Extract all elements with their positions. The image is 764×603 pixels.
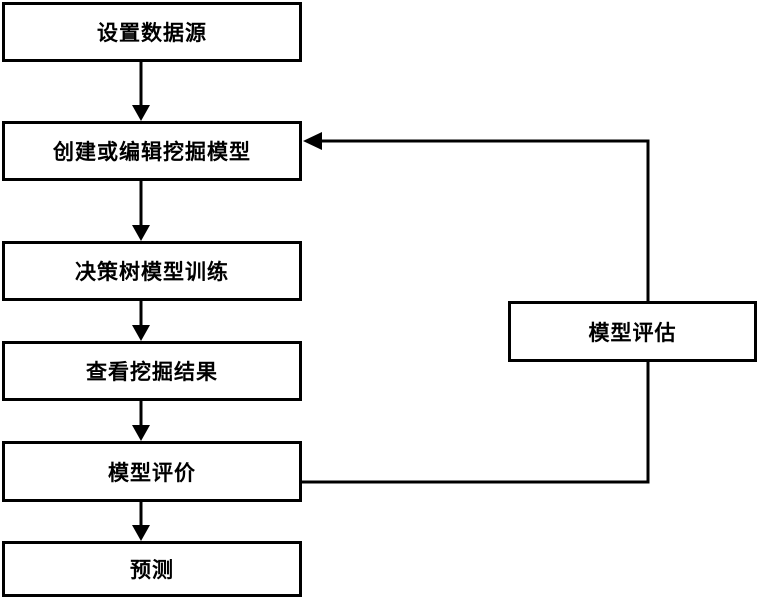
arrow-results-to-evaluation — [132, 401, 150, 441]
flow-node-label: 创建或编辑挖掘模型 — [53, 140, 251, 164]
arrow-evaluation-to-prediction — [132, 502, 150, 541]
arrow-create-to-training — [132, 181, 150, 241]
flow-node-create-or-edit-mining-model: 创建或编辑挖掘模型 — [2, 121, 302, 181]
flow-node-label: 查看挖掘结果 — [86, 360, 218, 384]
flow-node-prediction: 预测 — [2, 541, 302, 597]
flow-node-decision-tree-model-training: 决策树模型训练 — [2, 241, 302, 301]
arrow-set-data-source-to-create — [132, 62, 150, 121]
flow-node-model-assessment: 模型评估 — [508, 301, 757, 362]
flow-node-set-data-source: 设置数据源 — [2, 2, 302, 62]
flow-node-label: 决策树模型训练 — [75, 260, 229, 284]
flow-node-label: 模型评估 — [588, 320, 677, 345]
flow-node-model-evaluation: 模型评价 — [2, 441, 302, 502]
flow-node-label: 预测 — [130, 558, 174, 582]
arrow-training-to-results — [132, 301, 150, 341]
flow-node-view-mining-results: 查看挖掘结果 — [2, 341, 302, 401]
flow-node-label: 模型评价 — [108, 460, 196, 485]
flow-node-label: 设置数据源 — [97, 21, 207, 45]
